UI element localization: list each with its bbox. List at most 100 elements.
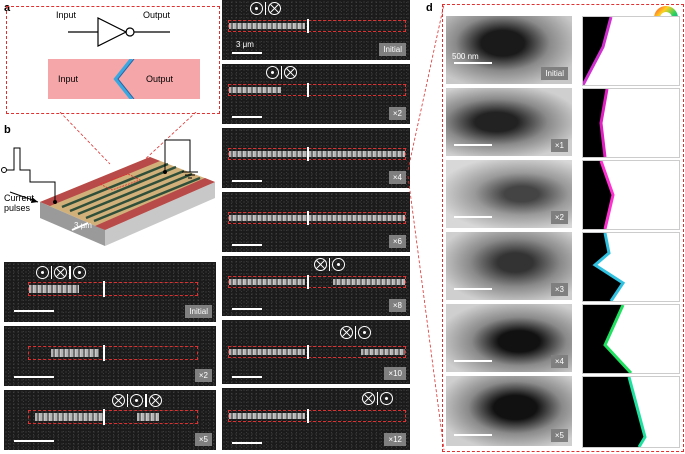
- scale-bar: [232, 308, 262, 310]
- domain-wall-chevron: [113, 59, 135, 99]
- zoom-guides: [407, 3, 445, 451]
- out-of-plane-icon: [72, 266, 86, 279]
- out-of-plane-icon: [380, 392, 394, 405]
- frame-tag: ×8: [388, 299, 406, 312]
- frame-tag: ×5: [550, 429, 568, 442]
- into-plane-icon: [284, 66, 298, 79]
- frame-tag: Initial: [379, 43, 406, 56]
- panel-e-frame-1: Initial: [4, 262, 216, 322]
- panel-c-frame-2: ×2: [222, 64, 410, 124]
- magnetization-symbols: [266, 66, 298, 79]
- out-of-plane-icon: [250, 2, 263, 15]
- frame-tag: ×3: [550, 283, 568, 296]
- current-label-line1: Current: [4, 193, 35, 203]
- nanowire-track: [228, 147, 406, 161]
- nanowire-track: [28, 345, 198, 361]
- into-plane-icon: [268, 2, 282, 15]
- into-plane-icon: [340, 326, 353, 339]
- out-of-plane-icon: [36, 266, 49, 279]
- nanowire-track: [28, 281, 198, 297]
- strip-output-label: Output: [146, 74, 174, 84]
- panel-c-frame-5: ×8: [222, 256, 410, 316]
- frame-tag: ×12: [384, 433, 406, 446]
- into-plane-icon: [314, 258, 327, 271]
- current-label-line2: pulses: [4, 203, 31, 213]
- panel-d-image-4: ×3: [446, 232, 572, 300]
- panel-d-sim-4: [582, 232, 680, 302]
- panel-d-image-1: 500 nm Initial: [446, 16, 572, 84]
- current-pulses-label: Current pulses: [4, 193, 34, 213]
- panel-e-frame-3: ×5: [4, 390, 216, 450]
- magnetization-symbols: [250, 2, 282, 15]
- panel-a-frame: [6, 6, 220, 114]
- panel-d-frame: [442, 4, 684, 452]
- magnetization-symbols: [112, 394, 162, 407]
- panel-d-image-5: ×4: [446, 304, 572, 372]
- out-of-plane-icon: [358, 326, 372, 339]
- device-scale-text: 3 μm: [74, 221, 92, 230]
- panel-c-frame-4: ×6: [222, 192, 410, 252]
- domain-wall-strip: [48, 59, 200, 99]
- out-of-plane-icon: [332, 258, 346, 271]
- panel-c-frame-1: 3 μm Initial: [222, 0, 410, 60]
- scale-bar: [454, 288, 492, 290]
- frame-scale-text: 500 nm: [452, 52, 479, 61]
- scale-bar: [232, 116, 262, 118]
- frame-tag: Initial: [541, 67, 568, 80]
- panel-c-frame-7: ×12: [222, 388, 410, 450]
- frame-tag: ×4: [550, 355, 568, 368]
- scale-bar: [454, 434, 492, 436]
- magnetization-symbols: [36, 266, 86, 279]
- scale-bar: [14, 376, 54, 378]
- nanowire-track: [228, 211, 406, 225]
- frame-tag: ×10: [384, 367, 406, 380]
- magnetization-symbols: [314, 258, 346, 271]
- frame-tag: ×2: [388, 107, 406, 120]
- scale-bar: [232, 52, 262, 54]
- panel-d-sim-1: [582, 16, 680, 86]
- into-plane-icon: [112, 394, 125, 407]
- into-plane-icon: [54, 266, 68, 279]
- panel-b-label: b: [4, 124, 11, 136]
- inverter-symbol: [68, 17, 170, 47]
- out-of-plane-icon: [130, 394, 144, 407]
- nanowire-track: [228, 409, 406, 423]
- frame-tag: ×5: [194, 433, 212, 446]
- nanowire-track: [228, 83, 406, 97]
- panel-d-sim-5: [582, 304, 680, 374]
- panel-c-frame-3: ×4: [222, 128, 410, 188]
- frame-scale-text: 3 μm: [236, 40, 254, 49]
- frame-tag: Initial: [185, 305, 212, 318]
- scale-bar: [232, 376, 262, 378]
- nanowire-track: [228, 275, 406, 289]
- into-plane-icon: [362, 392, 375, 405]
- nanowire-track: [228, 19, 406, 33]
- nanowire-track: [228, 345, 406, 359]
- scale-bar: [14, 310, 54, 312]
- out-of-plane-icon: [266, 66, 279, 79]
- panel-d-image-6: ×5: [446, 376, 572, 446]
- magnetization-symbols: [362, 392, 394, 405]
- scale-bar: [14, 440, 54, 442]
- panel-e-frame-2: ×2: [4, 326, 216, 386]
- scale-bar: [454, 360, 492, 362]
- inverter-input-label: Input: [56, 10, 77, 20]
- panel-a-label: a: [4, 2, 11, 14]
- panel-d-image-3: ×2: [446, 160, 572, 228]
- device-schematic: [1, 112, 215, 246]
- into-plane-icon: [148, 394, 162, 407]
- scale-bar: [232, 180, 262, 182]
- inverter-output-label: Output: [143, 10, 171, 20]
- panel-c-frame-6: ×10: [222, 320, 410, 384]
- scale-bar: [454, 62, 492, 64]
- frame-tag: ×2: [550, 211, 568, 224]
- strip-input-label: Input: [58, 74, 79, 84]
- scale-bar: [454, 216, 492, 218]
- scale-bar: [454, 144, 492, 146]
- panel-d-image-2: ×1: [446, 88, 572, 156]
- frame-tag: ×2: [194, 369, 212, 382]
- nanowire-track: [28, 409, 198, 425]
- panel-d-sim-2: [582, 88, 680, 158]
- frame-tag: ×4: [388, 171, 406, 184]
- frame-tag: ×6: [388, 235, 406, 248]
